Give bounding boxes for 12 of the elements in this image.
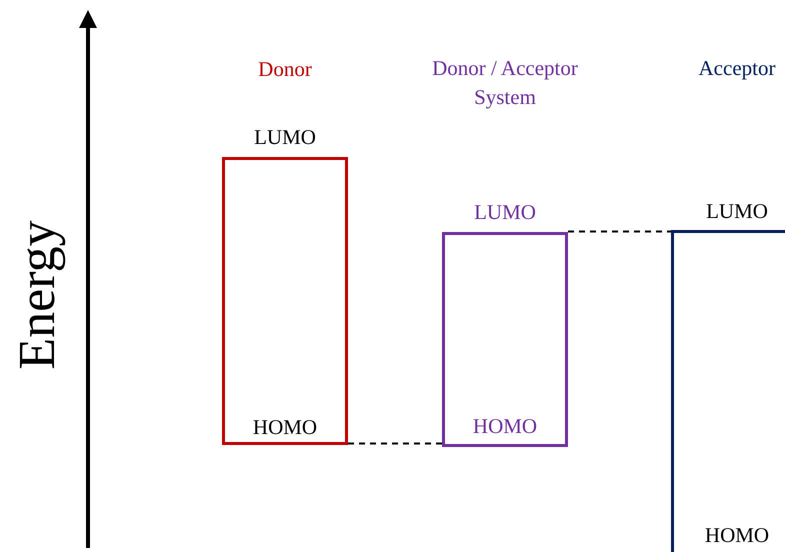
lumo-label: LUMO bbox=[473, 199, 537, 226]
dashed-connector bbox=[348, 442, 442, 444]
lumo-label: LUMO bbox=[705, 198, 769, 225]
group-heading: Donor bbox=[257, 56, 313, 83]
group-heading: Donor / Acceptor System bbox=[431, 55, 579, 111]
dashed-connector bbox=[568, 230, 671, 232]
axis-label: Energy bbox=[10, 219, 66, 372]
homo-label: HOMO bbox=[704, 522, 770, 549]
lumo-label: LUMO bbox=[253, 124, 317, 151]
homo-label: HOMO bbox=[252, 414, 318, 441]
homo-label: HOMO bbox=[472, 413, 538, 440]
group-heading: Acceptor bbox=[698, 55, 776, 82]
